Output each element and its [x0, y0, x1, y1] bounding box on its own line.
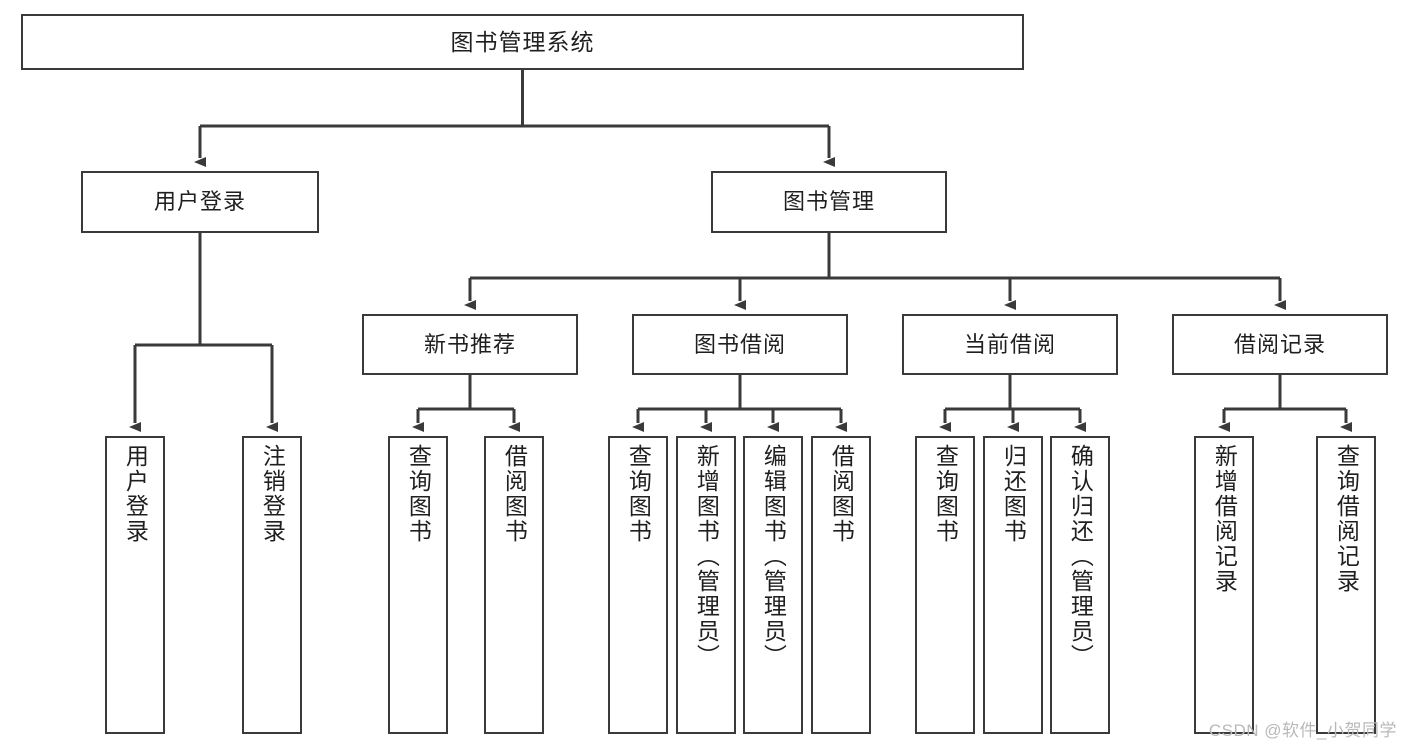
node-leaf-confirm-return[interactable]: 确认归还（管理员） [1050, 436, 1110, 734]
node-label: 用户登录 [153, 189, 246, 215]
node-label: 确认归还（管理员） [1067, 444, 1094, 669]
node-label: 借阅图书 [828, 444, 855, 544]
node-leaf-borrow-book-rec[interactable]: 借阅图书 [484, 436, 544, 734]
node-label: 查询图书 [625, 444, 652, 544]
node-leaf-add-record[interactable]: 新增借阅记录 [1194, 436, 1254, 734]
node-label: 归还图书 [1000, 444, 1027, 544]
node-current-borrow[interactable]: 当前借阅 [902, 314, 1118, 375]
node-label: 当前借阅 [963, 331, 1056, 357]
node-leaf-add-book[interactable]: 新增图书（管理员） [676, 436, 736, 734]
node-leaf-edit-book[interactable]: 编辑图书（管理员） [743, 436, 803, 734]
node-label: 用户登录 [122, 444, 149, 544]
node-label: 借阅图书 [501, 444, 528, 544]
node-book-borrow[interactable]: 图书借阅 [632, 314, 848, 375]
node-leaf-user-login[interactable]: 用户登录 [105, 436, 165, 734]
node-label: 新增借阅记录 [1211, 444, 1238, 594]
node-label: 借阅记录 [1233, 331, 1326, 357]
node-leaf-borrow-book[interactable]: 借阅图书 [811, 436, 871, 734]
node-root[interactable]: 图书管理系统 [21, 14, 1024, 70]
node-leaf-query-book-current[interactable]: 查询图书 [915, 436, 975, 734]
node-book-manage[interactable]: 图书管理 [711, 171, 947, 233]
node-leaf-return-book[interactable]: 归还图书 [983, 436, 1043, 734]
node-label: 新书推荐 [423, 331, 516, 357]
node-new-book-rec[interactable]: 新书推荐 [362, 314, 578, 375]
node-user-login[interactable]: 用户登录 [81, 171, 319, 233]
csdn-watermark: CSDN @软件_小贺同学 [1208, 721, 1397, 740]
node-label: 编辑图书（管理员） [760, 444, 787, 669]
node-leaf-query-record[interactable]: 查询借阅记录 [1316, 436, 1376, 734]
node-label: 查询图书 [405, 444, 432, 544]
node-borrow-record[interactable]: 借阅记录 [1172, 314, 1388, 375]
node-label: 注销登录 [259, 444, 286, 544]
node-label: 图书管理 [782, 189, 875, 215]
node-label: 查询借阅记录 [1333, 444, 1360, 594]
node-leaf-query-book-borrow[interactable]: 查询图书 [608, 436, 668, 734]
node-label: 查询图书 [932, 444, 959, 544]
node-leaf-user-logout[interactable]: 注销登录 [242, 436, 302, 734]
node-label: 图书借阅 [693, 331, 786, 357]
node-leaf-query-book-rec[interactable]: 查询图书 [388, 436, 448, 734]
node-label: 新增图书（管理员） [693, 444, 720, 669]
node-label: 图书管理系统 [450, 28, 595, 55]
